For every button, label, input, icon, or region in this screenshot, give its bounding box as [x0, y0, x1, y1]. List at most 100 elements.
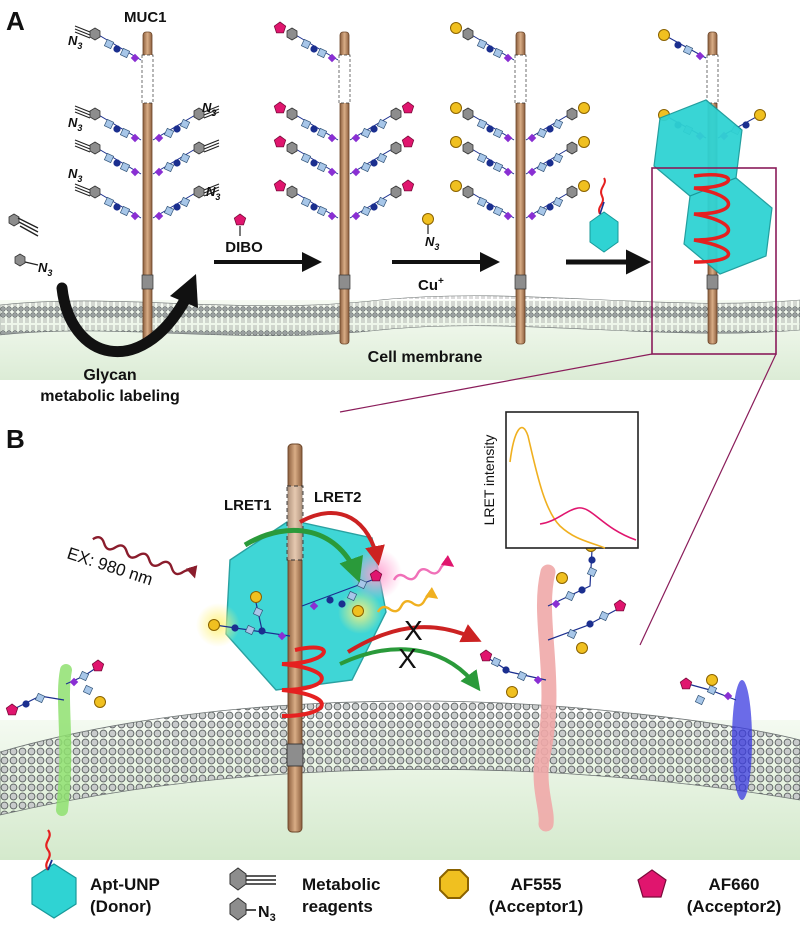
receptor-blue: [732, 680, 752, 800]
glycan-bond: [203, 111, 220, 119]
glycan-navy-dot: [502, 666, 510, 674]
glycan-hexagon: [286, 27, 298, 41]
legend-metabolic-line1: Metabolic: [302, 875, 380, 894]
glycan-square: [103, 118, 115, 130]
glycan-square: [119, 161, 131, 173]
glycan-sialic-diamond: [723, 691, 733, 701]
emission-af660: [392, 555, 455, 581]
glycan-square: [376, 118, 388, 130]
glycan-chains-a: [74, 21, 766, 221]
glycan-af555-dot: [754, 109, 766, 121]
glycan-navy-dot: [173, 159, 181, 167]
glycan-af555-dot: [450, 180, 462, 192]
glycan-navy-dot: [310, 159, 318, 167]
glycan-navy-dot: [173, 125, 181, 133]
glycan-navy-dot: [486, 159, 494, 167]
glycan-square: [492, 47, 504, 59]
glycan-navy-dot: [546, 159, 554, 167]
glycan-af660-pentagon: [91, 659, 105, 672]
dibo-label: DIBO: [225, 239, 263, 256]
glycan-af660-pentagon: [401, 135, 415, 148]
glycan-square: [536, 205, 548, 217]
svg-text:N3: N3: [258, 904, 276, 924]
glycan-bond: [74, 139, 91, 147]
glycan-bond: [74, 186, 91, 194]
panel-b: B: [0, 411, 800, 860]
glycan-af660-pentagon: [273, 135, 287, 148]
glycan-navy-dot: [22, 700, 30, 708]
glycan-square: [316, 205, 328, 217]
glycan-hexagon: [566, 107, 578, 121]
glycan-navy-dot: [586, 620, 594, 628]
glycan-af660-pentagon: [613, 599, 627, 612]
svg-text:N3: N3: [68, 33, 82, 51]
glycan-af660-pentagon: [273, 101, 287, 114]
legend-af660-icon: [637, 869, 667, 898]
legend-af660-line2: (Acceptor2): [687, 897, 781, 916]
glycan-square: [82, 684, 94, 696]
glycan-square: [516, 670, 528, 682]
spectrum-ylabel: LRET intensity: [481, 435, 497, 526]
legend-af555-line1: AF555: [510, 875, 561, 894]
excitation-wave: [92, 536, 198, 579]
glycan-hexagon: [390, 141, 402, 155]
legend-apt-unp-icon: [31, 829, 77, 919]
metabolic-reagent-azide: N3: [14, 253, 52, 278]
af555-reagent-icon: [422, 213, 434, 225]
glycan-af660-pentagon: [401, 101, 415, 114]
copper-label: Cu+: [418, 276, 444, 294]
glycan-square: [119, 205, 131, 217]
glycan-square: [694, 694, 706, 706]
glycan-af660-pentagon: [273, 179, 287, 192]
glycan-square: [316, 161, 328, 173]
glycan-square: [163, 127, 175, 139]
svg-text:N3: N3: [202, 100, 216, 118]
glycan-navy-dot: [113, 125, 121, 133]
glycan-square: [706, 684, 718, 696]
svg-text:N3: N3: [206, 184, 220, 202]
glycan-navy-dot: [370, 203, 378, 211]
lret2-arrow: [299, 511, 385, 566]
glycan-navy-dot: [578, 586, 586, 594]
glycan-af555-dot: [658, 29, 670, 41]
glycan-square: [360, 127, 372, 139]
glycan-af555-dot: [450, 102, 462, 114]
glycan-bond: [74, 145, 91, 153]
glycan-bond: [203, 105, 220, 113]
glycan-alkyne-hexagon: [89, 27, 101, 41]
glycan-square: [476, 152, 488, 164]
glycan-square: [179, 152, 191, 164]
zoom-line-right: [639, 353, 777, 646]
glycan-hexagon: [390, 107, 402, 121]
glycan-bond: [74, 108, 91, 116]
glycan-chains-b: [5, 540, 737, 716]
glycan-square: [376, 196, 388, 208]
glycan-hexagon: [286, 107, 298, 121]
dibo-reagent-icon: [233, 213, 247, 226]
glycan-center: [208, 569, 383, 641]
lret2-label: LRET2: [314, 489, 362, 506]
glycan-hexagon: [462, 185, 474, 199]
glycan-square: [492, 127, 504, 139]
glycan-hexagon: [286, 141, 298, 155]
glycan-square: [163, 161, 175, 173]
glycan-square: [163, 205, 175, 217]
glycan-square: [492, 205, 504, 217]
panel-b-label: B: [6, 424, 25, 454]
legend-af660-line1: AF660: [708, 875, 759, 894]
glycan-bond: [203, 108, 220, 116]
muc1-rod-2: [338, 31, 351, 345]
glycan-bond: [74, 28, 91, 36]
glycan-navy-dot: [546, 125, 554, 133]
glycan-af660-pentagon: [401, 179, 415, 192]
glycan-square: [586, 566, 598, 578]
blocked-mark-2: X: [398, 643, 417, 674]
glycan-navy-dot: [588, 556, 596, 564]
glycan-bond: [203, 183, 220, 191]
legend-metabolic-line2: reagents: [302, 897, 373, 916]
glycan-label-line1: Glycan: [83, 367, 136, 384]
glycan-alkyne-hexagon: [89, 185, 101, 199]
legend-apt-unp-line2: (Donor): [90, 897, 151, 916]
glycan-square: [476, 196, 488, 208]
glycan-af555-dot: [578, 180, 590, 192]
